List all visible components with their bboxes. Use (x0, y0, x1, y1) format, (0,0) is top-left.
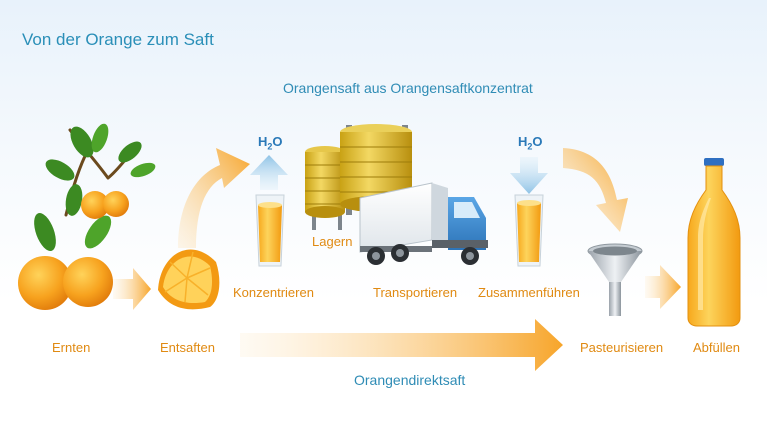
concentrate-path-label: Orangensaft aus Orangensaftkonzentrat (283, 80, 533, 96)
step-label-zusammenfuehren: Zusammenführen (478, 285, 580, 300)
diagram-title: Von der Orange zum Saft (22, 30, 214, 49)
water-symbol: H (258, 134, 268, 149)
step-label-lagern: Lagern (312, 234, 353, 249)
funnel-icon (587, 243, 643, 316)
step-label-pasteurisieren: Pasteurisieren (580, 340, 664, 355)
water-symbol: H (518, 134, 528, 149)
direct-juice-label: Orangendirektsaft (354, 372, 466, 388)
glass-icon (514, 194, 544, 267)
step-label-ernten: Ernten (52, 340, 91, 355)
orange-slice-icon (158, 249, 220, 310)
glass-icon (255, 194, 285, 267)
water-tail: O (532, 134, 543, 149)
step-label-abfuellen: Abfüllen (693, 340, 740, 355)
water-tail: O (272, 134, 283, 149)
step-label-transportieren: Transportieren (373, 285, 458, 300)
orange-branch-icon (18, 123, 156, 310)
water-subscript: 2 (527, 141, 533, 152)
water-removal-arrow (250, 155, 288, 190)
water-label: H2O (258, 134, 283, 152)
bottle-icon (687, 158, 741, 327)
direct-juice-arrow (240, 319, 563, 371)
arrow-icon (563, 148, 628, 232)
truck-icon (359, 182, 488, 265)
step-label-konzentrieren: Konzentrieren (233, 285, 314, 300)
step-label-entsaften: Entsaften (160, 340, 215, 355)
arrow-icon (645, 265, 681, 309)
water-addition-arrow (510, 157, 548, 194)
water-label: H2O (518, 134, 543, 152)
water-subscript: 2 (267, 141, 273, 152)
arrow-icon (178, 148, 250, 248)
arrow-icon (113, 268, 151, 310)
